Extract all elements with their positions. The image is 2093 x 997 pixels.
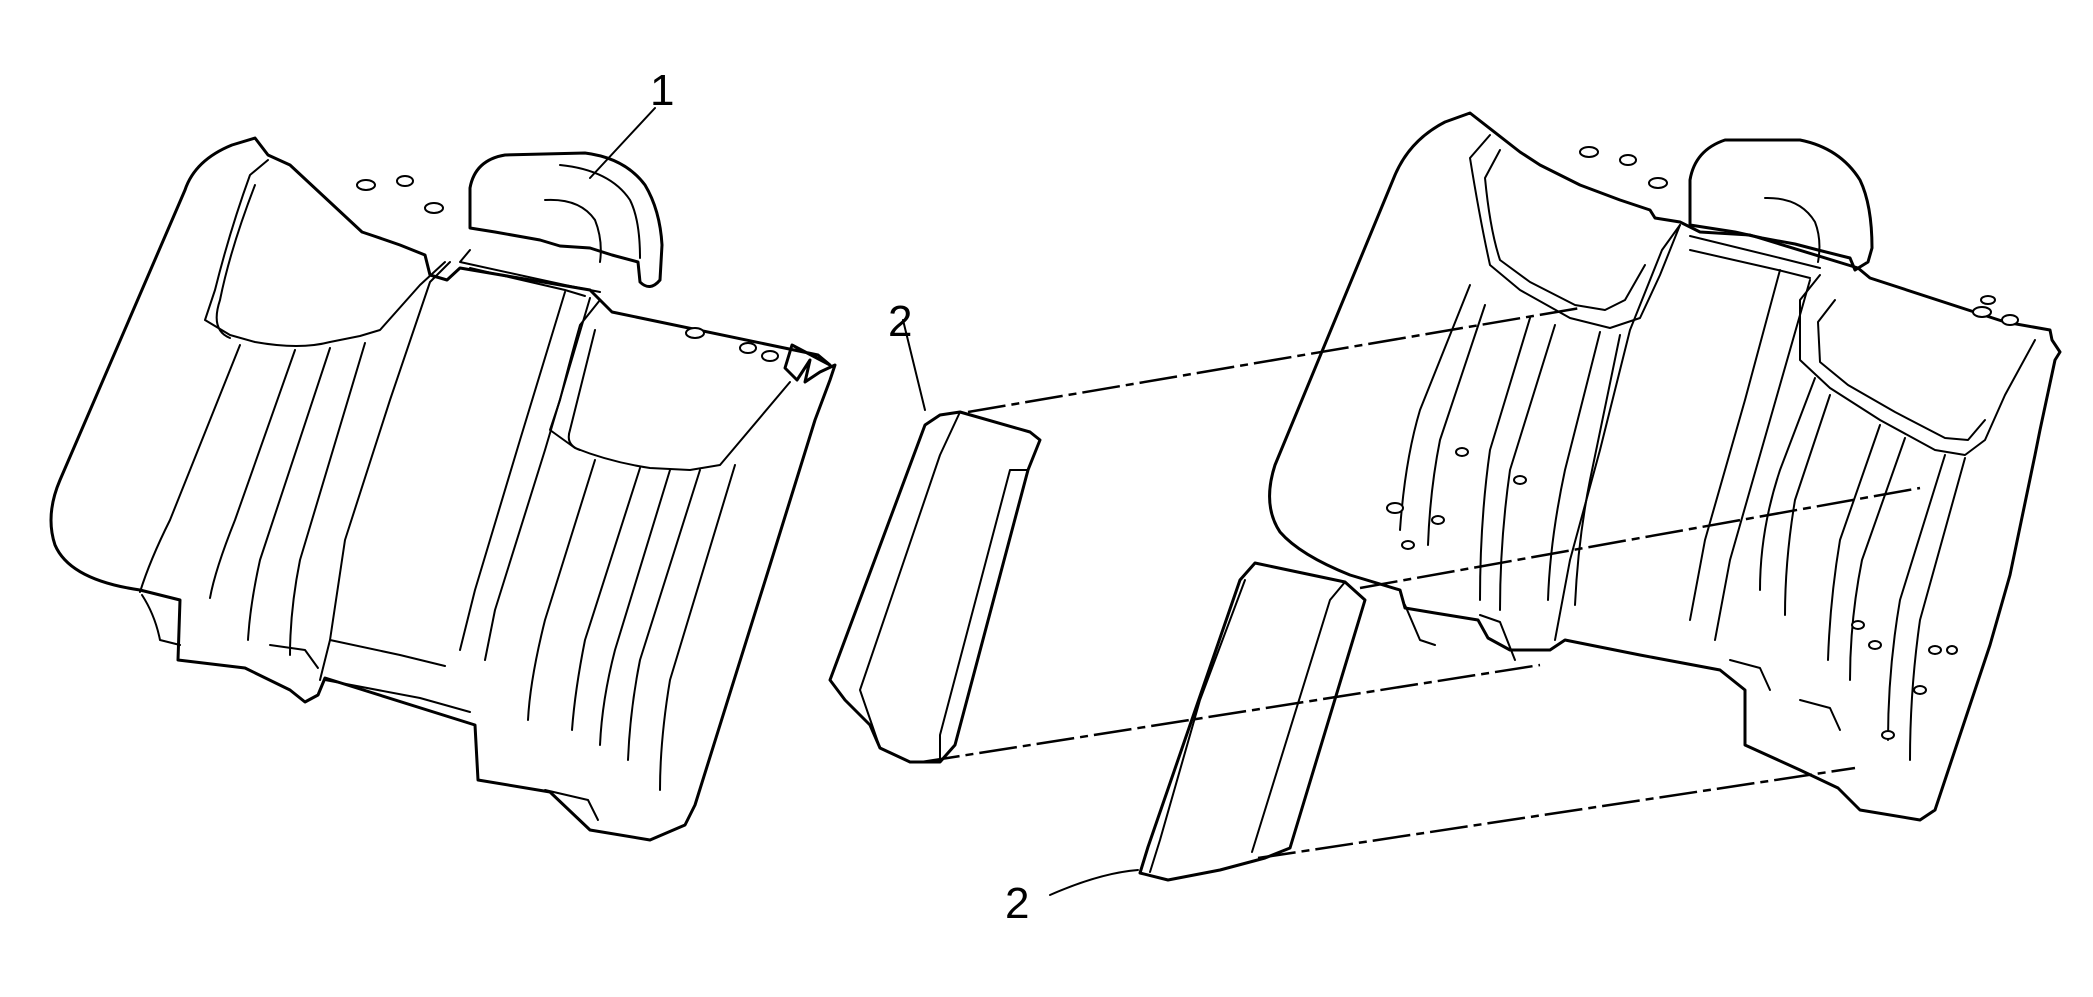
callout-1-leader	[589, 107, 656, 179]
callout-1: 1	[650, 66, 674, 115]
callout-2-lower-leader	[1049, 869, 1139, 896]
callout-2-upper: 2	[888, 297, 912, 346]
foam-pad-upper-icon	[828, 410, 1042, 764]
callout-2-upper-leader	[902, 319, 926, 411]
headrest-icon	[468, 151, 664, 288]
seat-back-assembly-icon	[49, 136, 837, 842]
callout-2-lower: 2	[1005, 879, 1029, 928]
alignment-lines	[921, 306, 1921, 860]
rear-headrest-icon	[1688, 138, 1874, 272]
foam-pad-lower-icon	[1138, 561, 1367, 882]
seat-back-rear-icon	[1268, 111, 2062, 822]
